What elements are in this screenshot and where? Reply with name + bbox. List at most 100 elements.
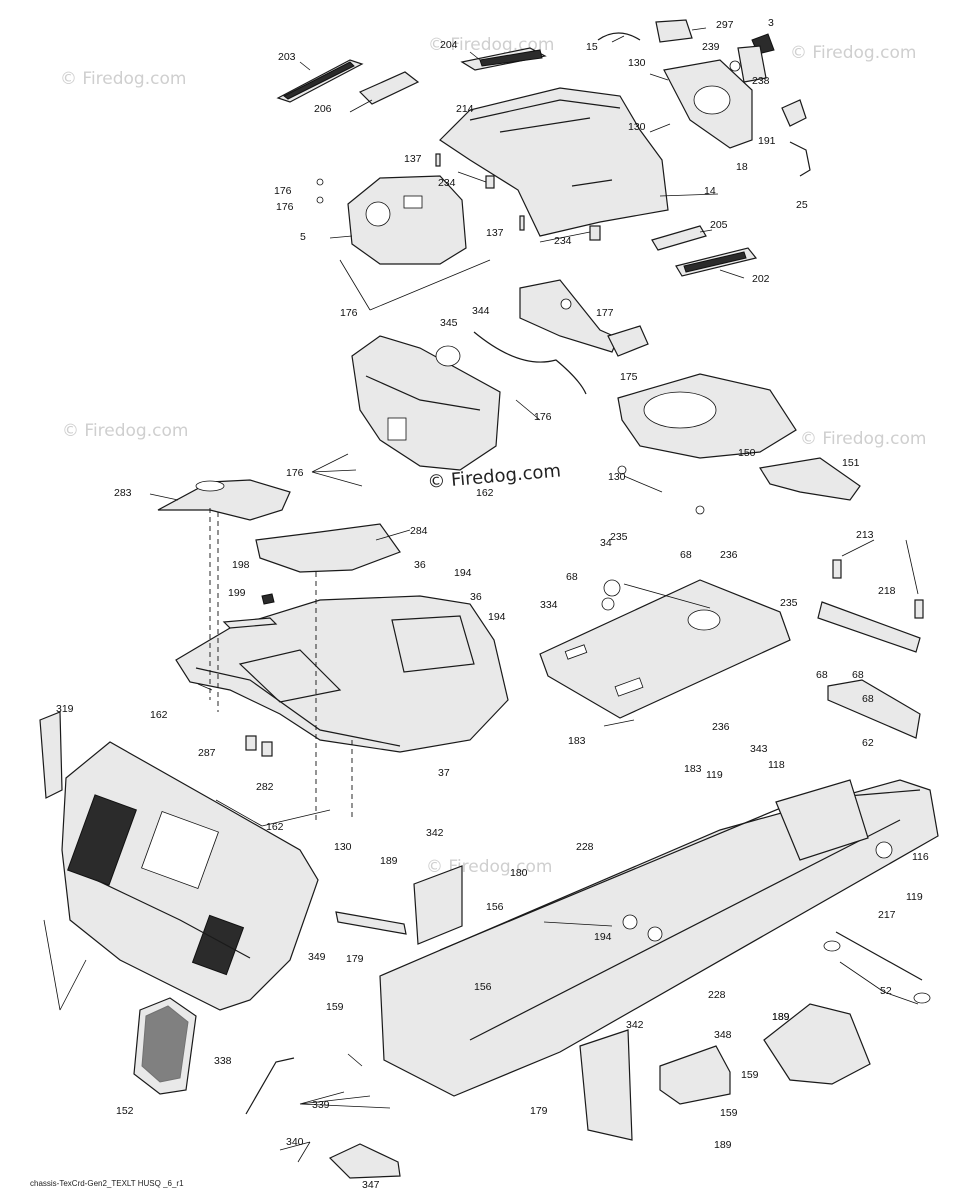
callout-15: 15 bbox=[586, 41, 598, 53]
callout-159: 159 bbox=[720, 1107, 738, 1119]
hood-parts bbox=[276, 19, 811, 277]
part-52-washer bbox=[823, 940, 841, 952]
part-239-nut bbox=[729, 60, 741, 72]
callout-176: 176 bbox=[534, 411, 552, 423]
part-213-bolt bbox=[832, 559, 842, 579]
callout-189: 189 bbox=[772, 1011, 790, 1023]
callout-297: 297 bbox=[716, 19, 734, 31]
callout-151: 151 bbox=[842, 457, 860, 469]
callout-228: 228 bbox=[576, 841, 594, 853]
callout-119: 119 bbox=[906, 891, 923, 903]
frame-axle-hole bbox=[875, 841, 893, 859]
callout-203: 203 bbox=[278, 51, 296, 63]
part-236-bushing bbox=[601, 597, 615, 611]
callout-175: 175 bbox=[620, 371, 638, 383]
callout-156: 156 bbox=[474, 981, 492, 993]
frame-louvers bbox=[67, 794, 137, 886]
hood-vent bbox=[499, 117, 591, 133]
part-162-console bbox=[351, 335, 501, 471]
part-194-nut bbox=[622, 914, 638, 930]
callout-5: 5 bbox=[300, 231, 306, 243]
callout-194: 194 bbox=[488, 611, 506, 623]
callout-183: 183 bbox=[568, 735, 586, 747]
part-334-bracket bbox=[827, 679, 921, 739]
screen-mesh bbox=[141, 1005, 189, 1083]
watermark: © Firedog.com bbox=[790, 43, 916, 63]
frame-axle-mount bbox=[775, 779, 869, 861]
callout-68: 68 bbox=[816, 669, 828, 681]
callout-204: 204 bbox=[440, 39, 458, 51]
watermark: © Firedog.com bbox=[60, 69, 186, 89]
callout-339: 339 bbox=[312, 1099, 330, 1111]
callout-206: 206 bbox=[314, 103, 332, 115]
watermark: © Firedog.com bbox=[62, 421, 188, 441]
part-342b-plate bbox=[579, 1029, 633, 1141]
callout-150: 150 bbox=[738, 447, 756, 459]
part-34-plate bbox=[539, 579, 791, 719]
callout-130: 130 bbox=[334, 841, 352, 853]
part-282b bbox=[261, 741, 273, 757]
dash-gauge bbox=[365, 201, 391, 227]
callout-347: 347 bbox=[362, 1179, 380, 1191]
callout-68: 68 bbox=[862, 693, 874, 705]
callout-198: 198 bbox=[232, 559, 250, 571]
callout-199: 199 bbox=[228, 587, 246, 599]
fender-rim bbox=[195, 667, 401, 747]
part-191-block bbox=[781, 99, 807, 127]
part-177-hole bbox=[560, 298, 572, 310]
part-282a bbox=[245, 735, 257, 751]
fender-opening-left bbox=[238, 649, 342, 703]
callout-37: 37 bbox=[438, 767, 450, 779]
callout-34: 34 bbox=[600, 537, 612, 549]
callout-338: 338 bbox=[214, 1055, 232, 1067]
fender-opening-right bbox=[391, 615, 475, 673]
callout-176: 176 bbox=[274, 185, 292, 197]
callout-189: 189 bbox=[380, 855, 398, 867]
part-14-hood bbox=[439, 87, 669, 237]
callout-189: 189 bbox=[714, 1139, 732, 1151]
plate-slot bbox=[614, 677, 644, 697]
callout-179: 179 bbox=[346, 953, 364, 965]
grille-frame bbox=[39, 711, 319, 1095]
shield-opening bbox=[643, 391, 717, 429]
callout-36: 36 bbox=[470, 591, 482, 603]
part-218-bracket bbox=[817, 601, 921, 653]
callout-345: 345 bbox=[440, 317, 458, 329]
part-344-cable bbox=[473, 331, 587, 395]
callout-236: 236 bbox=[720, 549, 738, 561]
callout-176: 176 bbox=[276, 201, 294, 213]
callout-239: 239 bbox=[702, 41, 720, 53]
console-slot bbox=[387, 417, 407, 441]
part-203-slats bbox=[283, 61, 355, 100]
callout-130: 130 bbox=[628, 121, 646, 133]
callout-179: 179 bbox=[530, 1105, 548, 1117]
part-342-plate bbox=[413, 865, 463, 945]
watermark: © Firedog.com bbox=[800, 429, 926, 449]
callout-228: 228 bbox=[708, 989, 726, 1001]
callout-162: 162 bbox=[476, 487, 494, 499]
callout-177: 177 bbox=[596, 307, 614, 319]
leader-lines bbox=[43, 27, 919, 1163]
part-37-fender bbox=[175, 595, 509, 753]
callout-234: 234 bbox=[438, 177, 456, 189]
callout-344: 344 bbox=[472, 305, 490, 317]
callout-234: 234 bbox=[554, 235, 572, 247]
callout-162: 162 bbox=[150, 709, 168, 721]
part-217-rod bbox=[835, 931, 923, 981]
chassis-frame bbox=[245, 779, 939, 1179]
part-213b-bolt bbox=[914, 599, 924, 619]
part-15-strip bbox=[597, 32, 641, 41]
callout-236: 236 bbox=[712, 721, 730, 733]
callout-235: 235 bbox=[610, 531, 628, 543]
callout-156: 156 bbox=[486, 901, 504, 913]
plate-slot bbox=[564, 644, 588, 660]
callout-340: 340 bbox=[286, 1136, 304, 1148]
hood-crease bbox=[469, 99, 621, 121]
part-238-bracket bbox=[737, 45, 767, 83]
callout-214: 214 bbox=[456, 103, 474, 115]
part-152-shield bbox=[763, 1003, 871, 1085]
part-345-disc bbox=[435, 345, 461, 367]
drawing-id: chassis-TexCrd-Gen2_TEXLT HUSQ _6_r1 bbox=[30, 1179, 184, 1188]
deck-plate-parts bbox=[539, 559, 924, 739]
